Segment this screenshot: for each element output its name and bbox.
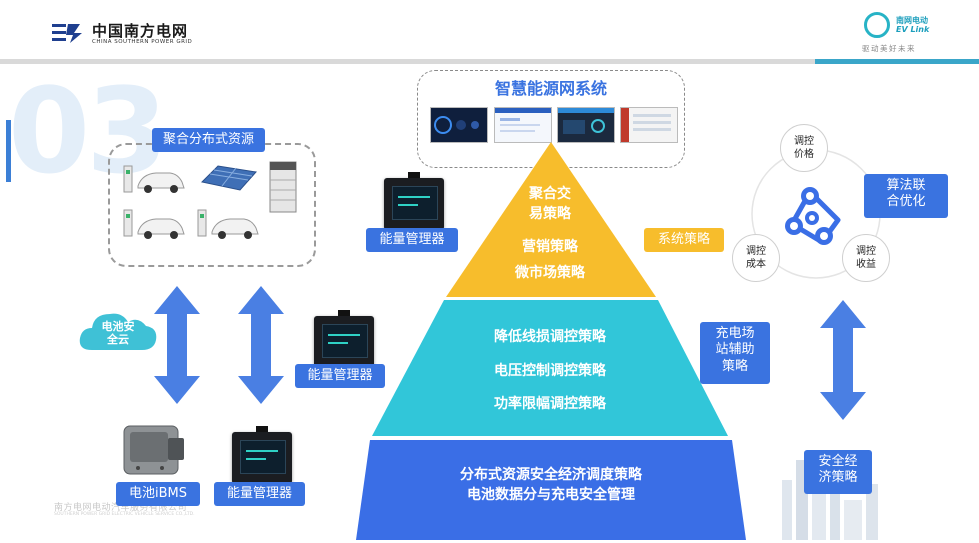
ev-link-logo-icon	[864, 12, 890, 38]
pyramid-bottom-line-1: 分布式资源安全经济调度策略	[460, 467, 642, 483]
smart-energy-system-title: 智慧能源网系统	[494, 79, 607, 98]
pyramid-middle-line-3: 功率限幅调控策略	[494, 396, 606, 412]
control-cost-bubble	[732, 234, 780, 282]
ev-charger-car-icon-3	[197, 209, 259, 239]
double-arrow-left-2-icon	[238, 286, 284, 404]
dashboard-screenshot-3	[557, 107, 615, 143]
system-strategy-label: 系统策略	[644, 228, 724, 252]
header-divider	[0, 59, 979, 64]
ev-charger-car-icon	[123, 165, 185, 193]
city-skyline-icon	[782, 460, 878, 540]
battery-safety-cloud: 电池安 全云	[78, 306, 158, 356]
ev-brand-en: EV Link	[896, 25, 930, 34]
energy-manager-label-middle: 能量管理器	[295, 364, 385, 388]
algorithm-joint-optimization-label: 算法联 合优化	[864, 174, 948, 218]
pyramid-top-line-4: 微市场策略	[515, 265, 585, 281]
pyramid-tier-middle	[372, 300, 728, 436]
pyramid-middle-line-1: 降低线损调控策略	[494, 329, 606, 345]
section-number: 03	[8, 62, 168, 200]
pyramid-tier-bottom	[356, 440, 746, 540]
ev-charger-car-icon-2	[123, 209, 185, 239]
strategy-pyramid	[356, 142, 746, 540]
energy-manager-device-icon-2	[314, 310, 374, 368]
pyramid-top-line-2: 易策略	[529, 206, 571, 222]
pyramid-top-line-1: 聚合交	[529, 186, 571, 202]
control-price-bubble	[780, 124, 828, 172]
battery-safety-cloud-label: 电池安 全云	[101, 320, 135, 347]
pyramid-middle-line-2: 电压控制调控策略	[494, 363, 606, 379]
dashboard-screenshot-2	[494, 107, 552, 143]
energy-manager-device-icon	[384, 172, 444, 230]
cloud-icon	[79, 313, 157, 350]
control-revenue-label: 调控 收益	[856, 246, 876, 270]
security-economy-strategy-label: 安全经 济策略	[804, 450, 872, 494]
dashboard-screenshot-4	[620, 107, 678, 143]
battery-cabinet-icon	[269, 161, 297, 213]
energy-manager-label-bottom: 能量管理器	[214, 482, 305, 506]
ev-brand-cn: 南网电动	[896, 16, 928, 25]
ev-link-logo: 南网电动 EV Link 驱动美好未来	[860, 10, 970, 56]
double-arrow-left-1-icon	[154, 286, 200, 404]
double-arrow-right-icon	[820, 300, 866, 420]
gear-belt-icon	[785, 187, 841, 245]
solar-panel-icon	[200, 165, 257, 191]
footer-company-en: SOUTHERN POWER GRID ELECTRIC VEHICLE SER…	[54, 512, 195, 517]
battery-ibms-label: 电池iBMS	[116, 482, 200, 506]
energy-manager-label-top: 能量管理器	[366, 228, 458, 252]
control-cost-label: 调控 成本	[746, 246, 766, 270]
pyramid-bottom-line-2: 电池数据分与充电安全管理	[467, 487, 635, 503]
csg-logo: 中国南方电网 CHINA SOUTHERN POWER GRID	[52, 20, 202, 50]
csg-brand-en: CHINA SOUTHERN POWER GRID	[92, 39, 193, 45]
csg-brand-cn: 中国南方电网	[92, 22, 189, 40]
control-price-label: 调控 价格	[794, 136, 814, 160]
header-divider-accent	[815, 59, 979, 64]
footer-company-cn: 南方电网电动汽车服务有限公司	[54, 503, 188, 513]
pyramid-tier-top	[446, 142, 656, 297]
distributed-resources-title: 聚合分布式资源	[152, 128, 265, 152]
energy-manager-device-icon-3	[232, 426, 292, 484]
control-revenue-bubble	[842, 234, 890, 282]
section-accent-bar	[6, 120, 11, 182]
distributed-resources-icons	[123, 161, 297, 239]
header-bar	[0, 0, 979, 58]
csg-logo-mark-icon	[52, 24, 82, 43]
pyramid-top-line-3: 营销策略	[522, 239, 578, 255]
charging-station-strategy-label: 充电场 站辅助 策略	[700, 322, 770, 384]
ev-tagline: 驱动美好未来	[862, 44, 916, 53]
battery-ibms-device-icon	[123, 425, 184, 475]
dashboard-screenshot-1	[430, 107, 488, 143]
